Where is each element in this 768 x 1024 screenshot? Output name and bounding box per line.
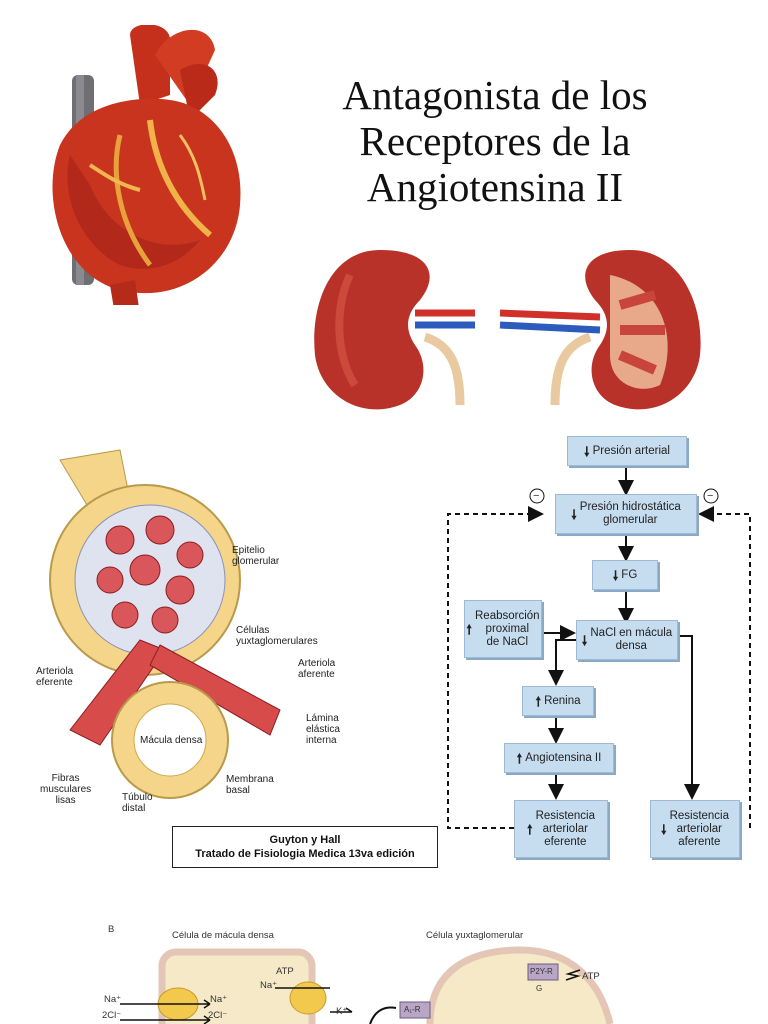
label-macula: Mácula densa <box>140 735 203 746</box>
na-label-1: Na⁺ <box>104 994 122 1005</box>
arrow-down-icon: 🠗 <box>571 506 577 522</box>
box-reabsorcion: 🠕 Reabsorción proximal de NaCl <box>464 600 542 658</box>
a1r-label: A₁-R <box>404 1005 421 1014</box>
yuxta-cell-title: Célula yuxtaglomerular <box>426 930 524 941</box>
label-membrana: Membrana basal <box>226 774 274 796</box>
box-nacl: 🠗 NaCl en mácula densa <box>576 620 678 660</box>
heart-illustration <box>52 25 241 305</box>
kidneys-illustration <box>314 250 701 410</box>
arrow-up-icon: 🠕 <box>516 750 523 766</box>
label-celulas: Células yuxtaglomerulares <box>236 625 318 647</box>
page-title: Antagonista de los Receptores de la Angi… <box>342 72 648 210</box>
box-resistencia-aferente: 🠗 Resistencia arteriolar aferente <box>650 800 740 858</box>
g-label: G <box>536 984 543 993</box>
arrow-up-icon: 🠕 <box>535 693 542 709</box>
arrow-up-icon: 🠕 <box>466 621 472 637</box>
label-arteriola-aferente: Arteriola aferente <box>298 658 336 680</box>
arrow-down-icon: 🠗 <box>612 567 619 583</box>
arrow-down-icon: 🠗 <box>584 443 590 459</box>
k-label: K⁺ <box>336 1006 348 1017</box>
box-angiotensina: 🠕 Angiotensina II <box>504 743 614 773</box>
arrow-up-icon: 🠕 <box>526 821 533 837</box>
cl-label-1: 2Cl⁻ <box>102 1010 122 1021</box>
p2yr-label: P2Y-R <box>530 967 553 976</box>
box-renina: 🠕 Renina <box>522 686 594 716</box>
glomerulus-diagram <box>49 449 281 799</box>
arrow-down-icon: 🠗 <box>660 821 667 837</box>
citation-caption: Guyton y Hall Tratado de Fisiologia Medi… <box>172 826 438 868</box>
macula-cell-title: Célula de mácula densa <box>172 930 274 941</box>
minus-left: − <box>533 490 540 502</box>
minus-right: − <box>707 490 714 502</box>
label-epitelio: Epitelio glomerular <box>232 545 280 567</box>
cell-diagram <box>120 946 614 1024</box>
atp-label-2: ATP <box>582 971 600 982</box>
box-fg: 🠗 FG <box>592 560 658 590</box>
caption-line2: Tratado de Fisiologia Medica 13va edició… <box>195 848 415 860</box>
flowchart-connectors <box>447 464 751 829</box>
atp-label-1: ATP <box>276 966 294 977</box>
label-arteriola-eferente: Arteriola eferente <box>36 666 74 688</box>
label-tubulo: Túbulo distal <box>122 792 153 814</box>
na-label-2: Na⁺ <box>210 994 228 1005</box>
arrow-down-icon: 🠗 <box>581 632 588 648</box>
caption-line1: Guyton y Hall <box>269 834 341 846</box>
box-resistencia-eferente: 🠕 Resistencia arteriolar eferente <box>514 800 608 858</box>
cl-label-2: 2Cl⁻ <box>208 1010 228 1021</box>
figure-letter: B <box>108 924 115 935</box>
na-label-3: Na⁺ <box>260 980 278 991</box>
label-lamina: Lámina elástica interna <box>306 713 340 746</box>
box-presion-hidrostatica: 🠗 Presión hidrostática glomerular <box>555 494 697 534</box>
label-fibras: Fibras musculares lisas <box>40 773 92 806</box>
box-presion-arterial: 🠗 Presión arterial <box>567 436 687 466</box>
